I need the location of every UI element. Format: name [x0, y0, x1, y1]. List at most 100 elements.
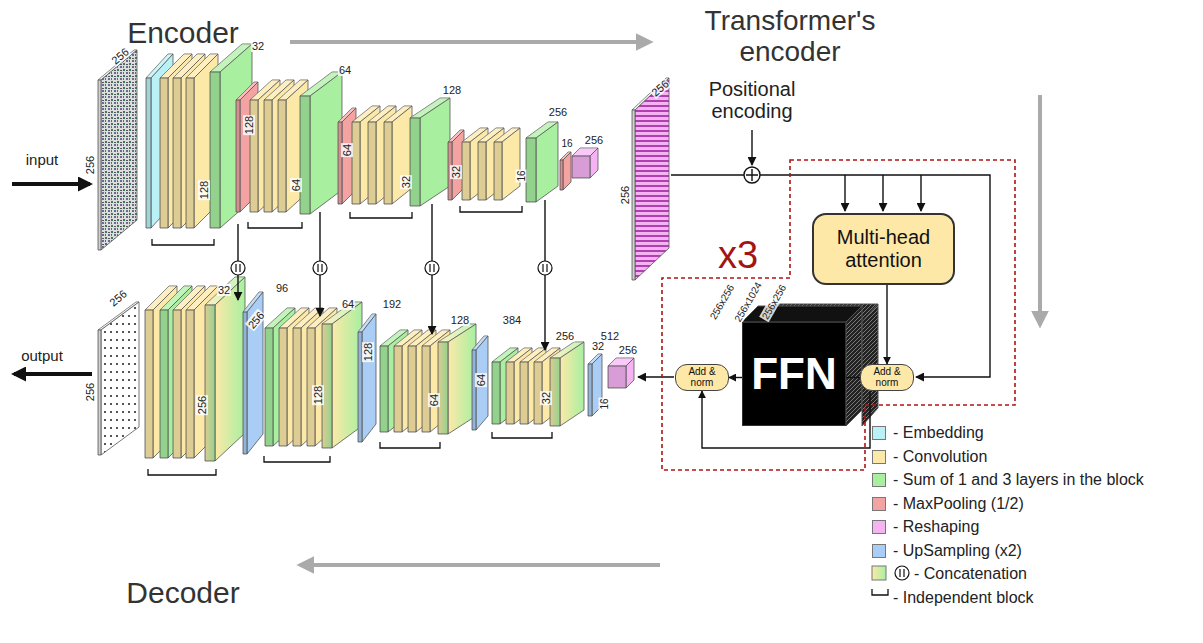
- block-face: [160, 310, 168, 458]
- block-face: [478, 142, 486, 200]
- wire: [638, 376, 674, 377]
- block-face: [462, 142, 470, 200]
- flow-arrows: [12, 42, 1040, 565]
- block-face: [210, 72, 220, 228]
- block-brackets: [148, 206, 888, 595]
- dimension-label: 32: [450, 165, 462, 179]
- concat-symbol: [538, 261, 552, 275]
- block-face: [536, 122, 558, 202]
- bracket: [350, 212, 412, 218]
- block-face: [394, 346, 402, 432]
- block-face: [506, 362, 514, 424]
- input-arrow: [12, 182, 90, 186]
- block-face: [384, 122, 392, 204]
- block-face: [472, 350, 476, 430]
- dimension-label: 256: [584, 134, 604, 146]
- block-face: [422, 346, 430, 432]
- dimension-label: 32: [400, 175, 412, 189]
- add-norm-box: Add & norm: [860, 364, 914, 391]
- bracket: [492, 432, 552, 438]
- block-face: [98, 330, 101, 455]
- legend-concat-swatch: [872, 566, 886, 580]
- block-face: [560, 342, 584, 426]
- block-face: [173, 310, 181, 458]
- block-face: [98, 80, 101, 250]
- block-face: [338, 122, 342, 204]
- block-face: [160, 78, 168, 228]
- block-face: [293, 328, 301, 446]
- block-face: [560, 160, 563, 190]
- block-face: [492, 362, 500, 424]
- block-face: [146, 78, 151, 228]
- legend-text: - MaxPooling (1/2): [893, 495, 1024, 513]
- wire: [920, 175, 921, 211]
- skip-connections: [238, 200, 545, 350]
- dimension-label: 256: [84, 155, 96, 175]
- concat-bars: [900, 569, 904, 577]
- bracket: [248, 222, 302, 228]
- block-face: [352, 122, 360, 204]
- block-face: [492, 362, 500, 424]
- legend-text: - Independent block: [893, 589, 1034, 607]
- block-face: [279, 328, 287, 446]
- dimension-label: 256: [555, 330, 575, 342]
- block-face: [472, 350, 476, 430]
- block-face: [368, 122, 376, 204]
- concat-bars: [318, 264, 322, 272]
- dimension-label: 128: [450, 314, 470, 326]
- legend-text: - Concatenation: [914, 565, 1027, 583]
- dimension-label: 16: [560, 138, 573, 149]
- block-face: [300, 96, 310, 214]
- bracket: [264, 456, 330, 462]
- block-face: [632, 110, 635, 280]
- block-face: [608, 366, 626, 388]
- legend-bracket-sample: [872, 589, 888, 595]
- concat-bars: [236, 264, 240, 272]
- block-face: [240, 82, 258, 212]
- dimension-label: 256: [84, 382, 96, 402]
- concat-symbol: [313, 261, 327, 275]
- repeat-region: [662, 160, 1015, 470]
- dimension-label: 384: [502, 314, 522, 326]
- block-face: [380, 346, 388, 432]
- block-face: [338, 122, 342, 204]
- block-face: [502, 128, 520, 200]
- dimension-label: 32: [540, 391, 552, 405]
- dimension-label: 32: [591, 340, 605, 352]
- concat-symbol: [231, 261, 245, 275]
- block-face: [590, 148, 598, 178]
- block-face: [572, 156, 590, 178]
- connector: [846, 377, 860, 378]
- dimension-label: 96: [275, 282, 289, 294]
- block-face: [438, 342, 448, 434]
- section-title: Encoder: [127, 16, 239, 49]
- block-face: [520, 362, 528, 424]
- dimension-label: 256: [106, 287, 129, 309]
- block-face: [632, 110, 635, 280]
- block-face: [478, 142, 486, 200]
- legend-swatch: [872, 544, 886, 558]
- block-face: [506, 362, 514, 424]
- transformer-arrow: [1038, 95, 1042, 325]
- block-face: [626, 358, 634, 388]
- concat-symbol: [425, 261, 439, 275]
- dimension-label: 128: [243, 115, 255, 135]
- block-face: [205, 305, 215, 461]
- block-face: [635, 78, 669, 280]
- wire: [751, 130, 752, 165]
- dimension-label: 256: [196, 395, 208, 415]
- dimension-label: 64: [341, 298, 355, 310]
- bracket: [380, 442, 440, 448]
- dimension-label: 16: [599, 397, 610, 410]
- block-face: [186, 78, 194, 228]
- block-face: [563, 152, 571, 190]
- annotation: input: [26, 152, 59, 169]
- block-face: [264, 100, 272, 212]
- output-arrow: [14, 372, 92, 376]
- node-text: Add & norm: [679, 367, 725, 388]
- block-face: [494, 142, 502, 200]
- block-face: [293, 328, 301, 446]
- block-face: [278, 100, 286, 212]
